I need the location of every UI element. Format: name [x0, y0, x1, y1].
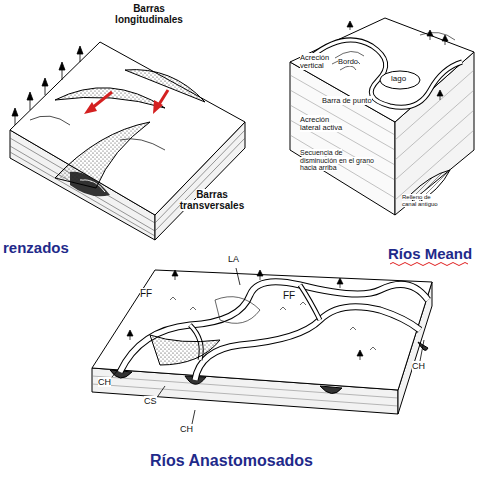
- illustration-line: [420, 340, 424, 361]
- callout-label: Secuencia de disminución en el grano hac…: [300, 149, 380, 172]
- figure-caption: renzados: [3, 240, 98, 257]
- illustration-line: [92, 92, 112, 108]
- callout-label: Barra de punto: [322, 97, 384, 105]
- spell-underline: [390, 263, 468, 266]
- callout-label: Relleno de canal antiguo: [402, 194, 442, 207]
- illustration-polygon: [10, 42, 245, 215]
- callout-label: CH: [412, 362, 434, 372]
- illustration-line: [192, 410, 195, 424]
- callout-label: CS: [144, 397, 166, 407]
- illustration-path: [12, 46, 83, 125]
- leader-lines: [112, 268, 424, 424]
- callout-label: Acreción lateral activa: [300, 116, 344, 133]
- anastomosed-block: [92, 270, 432, 414]
- illustration-path: [347, 21, 448, 100]
- illustration-path: [55, 122, 150, 188]
- illustration-polygon: [92, 270, 432, 390]
- illustration-polygon: [153, 100, 163, 114]
- illustration-path: [120, 282, 428, 372]
- callout-label: LA: [228, 255, 248, 265]
- illustration-line: [158, 386, 165, 396]
- illustration-line: [236, 268, 240, 285]
- figure-caption: Ríos Meand: [388, 246, 478, 263]
- illustration-path: [55, 88, 165, 108]
- illustration-path: [170, 297, 376, 350]
- callout-label: FF: [140, 288, 160, 299]
- meandering-block: [290, 18, 474, 215]
- bar-label: Barras transversales: [176, 189, 248, 211]
- illustration-path: [332, 51, 364, 70]
- illustration-polygon: [84, 102, 97, 114]
- illustration-path: [312, 40, 462, 107]
- callout-label: lago: [391, 75, 413, 84]
- callout-label: Acreción vertical: [300, 54, 340, 71]
- illustration-path: [150, 335, 220, 365]
- illustration-path: [195, 307, 420, 380]
- flow-arrows: [84, 90, 168, 114]
- illustration-line: [112, 370, 118, 377]
- callout-label: CH: [98, 378, 120, 388]
- callout-label: FF: [283, 290, 303, 301]
- illustration-polygon: [290, 18, 474, 122]
- callout-label: Bordo: [338, 58, 368, 66]
- illustration-path: [127, 270, 363, 360]
- illustration-path: [120, 282, 428, 372]
- illustration-path: [312, 40, 462, 107]
- figure-caption: Ríos Anastomosados: [150, 452, 350, 470]
- illustration-path: [120, 139, 165, 150]
- braided-block: [10, 42, 245, 240]
- illustration-path: [215, 297, 260, 324]
- bar-label: Barras longitudinales: [110, 3, 188, 25]
- illustration-path: [420, 32, 455, 40]
- callout-label: CH: [180, 425, 202, 435]
- illustration-path: [30, 116, 70, 125]
- illustration-path: [195, 307, 420, 380]
- illustration-ellipse: [380, 71, 420, 89]
